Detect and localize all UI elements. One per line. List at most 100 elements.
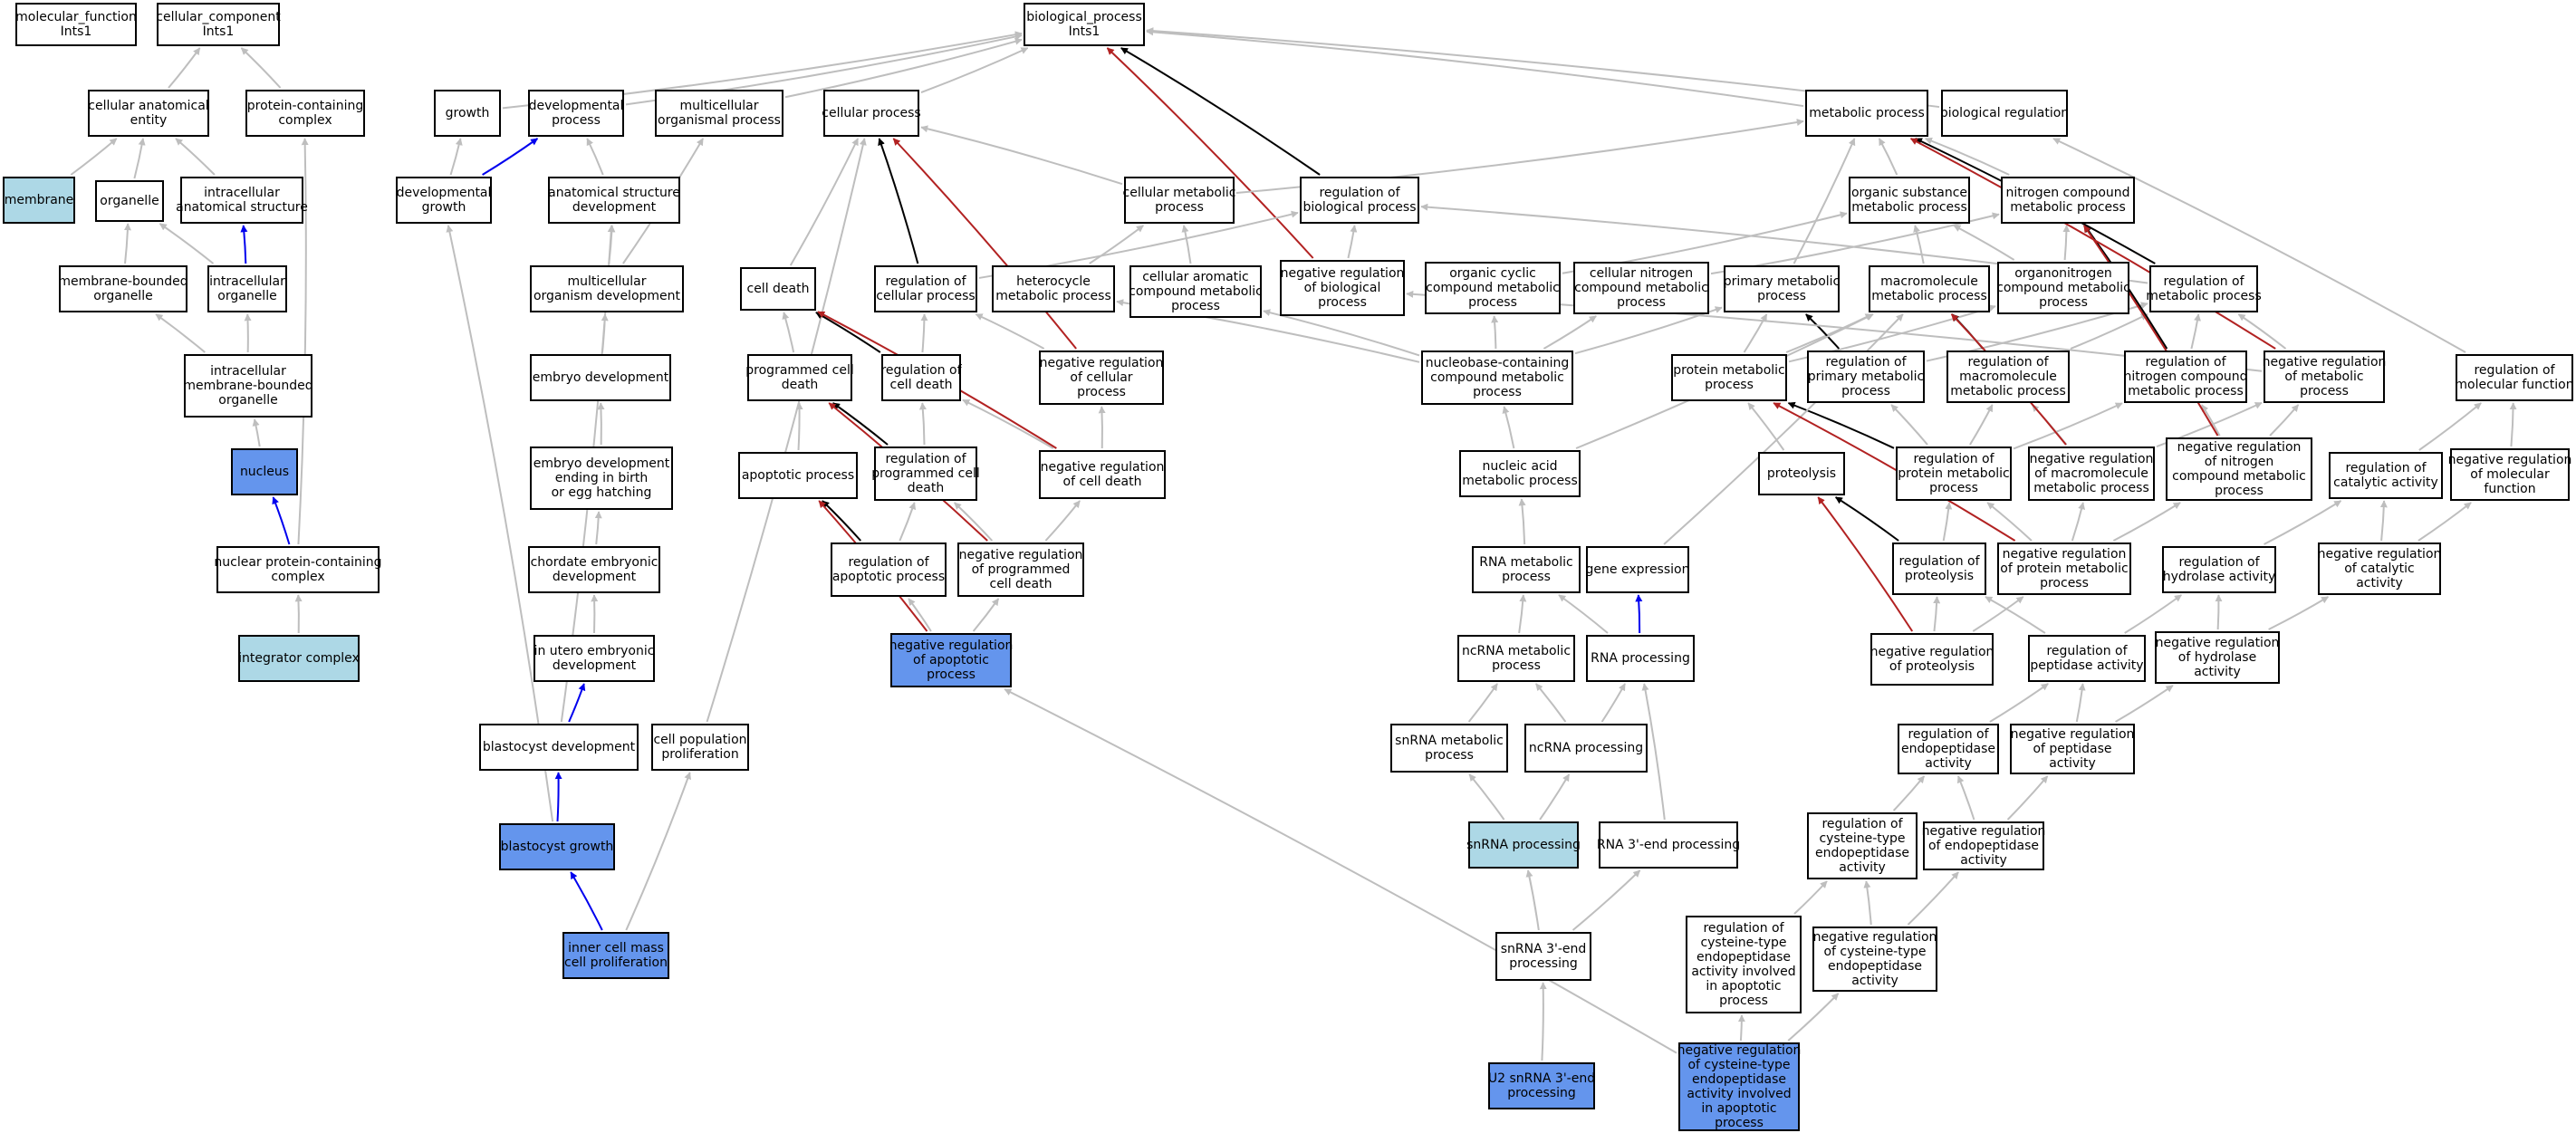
node-snrnaproc[interactable]: snRNA processing [1466,821,1581,869]
node-growth[interactable]: growth [434,90,501,137]
node-rnaproc[interactable]: RNA processing [1586,635,1695,682]
node-blastgrowth[interactable]: blastocyst growth [499,823,615,870]
node-ncrnaproc[interactable]: ncRNA processing [1524,724,1648,773]
node-negregendo-label-2: activity [1960,853,2007,868]
edge-nucleobase-to-orgcyc [1491,315,1499,350]
node-celldeath[interactable]: cell death [740,267,816,311]
edge-negregbio-to-bp [1106,47,1314,259]
node-negregnit-label-0: negative regulation [2177,440,2302,455]
node-negregcysapop-label-4: in apoptotic [1701,1101,1776,1116]
node-membrane[interactable]: membrane [3,177,75,224]
node-cellproc[interactable]: cellular process [822,90,921,137]
node-integrator[interactable]: integrator complex [238,635,360,682]
node-blastdev[interactable]: blastocyst development [479,724,639,771]
node-bioreg[interactable]: biological regulation [1940,90,2069,137]
node-regcys[interactable]: regulation ofcysteine-typeendopeptidasea… [1807,812,1918,879]
edge-negregapop-to-regapop [908,598,932,632]
node-organelle[interactable]: organelle [95,180,164,222]
node-rna3[interactable]: RNA 3'-end processing [1597,821,1740,869]
node-embryo[interactable]: embryo development [530,354,671,401]
node-regcysapop[interactable]: regulation ofcysteine-typeendopeptidasea… [1686,916,1802,1013]
node-proteolysis[interactable]: proteolysis [1758,452,1845,495]
node-metproc[interactable]: metabolic process [1805,90,1928,137]
node-geneexp[interactable]: gene expression [1586,546,1690,593]
node-negregendo-label-0: negative regulation [1922,824,2046,839]
node-apoptotic[interactable]: apoptotic process [738,452,858,499]
node-nucleus[interactable]: nucleus [231,448,298,495]
